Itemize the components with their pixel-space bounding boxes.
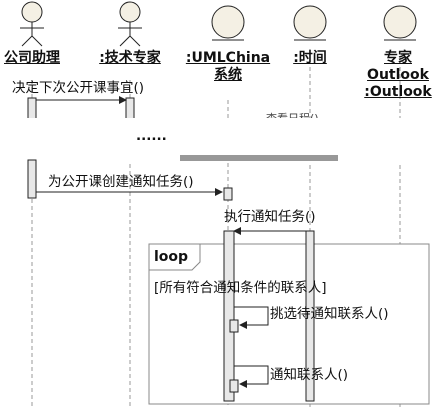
entity-umlchina-icon	[211, 5, 245, 41]
lifeline-label-time: :时间	[293, 50, 327, 66]
activation-assistant-bottom	[27, 159, 37, 199]
message-create-task-label: 为公开课创建通知任务()	[48, 174, 194, 190]
message-select-label: 挑选待通知联系人()	[270, 306, 389, 322]
message-execute-label: 执行通知任务()	[224, 209, 316, 225]
loop-keyword: loop	[154, 249, 189, 265]
activation-assistant-top	[27, 97, 37, 121]
loop-fragment-frame	[148, 243, 430, 405]
activation-system-main	[223, 230, 235, 402]
activation-system-small	[223, 187, 233, 201]
entity-outlook-icon	[383, 5, 417, 41]
actor-expert-icon	[118, 1, 142, 47]
truncated-fragment-bottom	[180, 155, 338, 161]
message-notify-arrow	[234, 365, 269, 388]
loop-fragment-tab	[148, 243, 201, 271]
lifeline-label-expert: :技术专家	[99, 50, 161, 66]
entity-time-icon	[293, 5, 327, 41]
activation-self-notify	[229, 379, 239, 393]
activation-self-select	[229, 319, 239, 333]
ellipsis-text: ......	[136, 128, 167, 144]
crop-mask	[0, 118, 442, 125]
message-notify-label: 通知联系人()	[270, 367, 349, 383]
activation-time-main	[305, 230, 315, 402]
lifeline-label-assistant: 公司助理	[4, 50, 60, 66]
activation-expert-top	[125, 97, 135, 121]
actor-assistant-icon	[20, 1, 44, 47]
lifeline-label-outlook: 专家 Outlook :Outlook	[364, 50, 432, 100]
loop-guard: [所有符合通知条件的联系人]	[154, 280, 327, 296]
message-decide-label: 决定下次公开课事宜()	[12, 80, 145, 96]
message-select-arrow	[234, 306, 269, 329]
lifeline-label-umlchina: :UMLChina 系统	[185, 50, 271, 83]
